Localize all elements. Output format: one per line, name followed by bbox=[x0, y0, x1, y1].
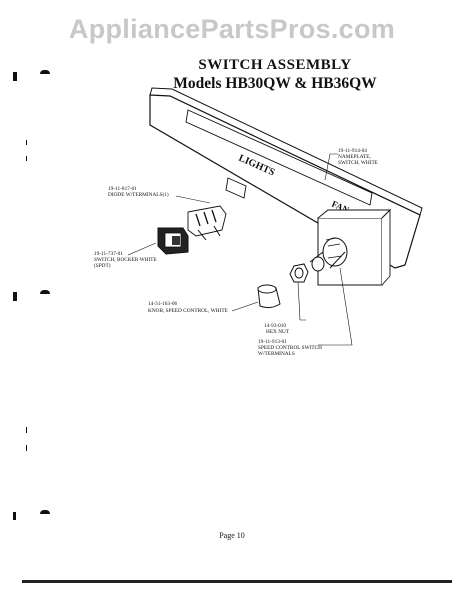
speed-switch-body bbox=[322, 237, 348, 267]
panel-top-edge bbox=[149, 87, 423, 216]
leader-rocker bbox=[127, 242, 157, 256]
callout-speed-switch-line2: W/TERMINALS bbox=[258, 351, 295, 357]
punch-mark-bottom bbox=[13, 512, 16, 520]
callout-speed-switch-part: 19-11-913-01 bbox=[258, 339, 287, 345]
leader-speed-switch bbox=[318, 267, 353, 346]
callout-diode-part: 19-11-817-01 bbox=[108, 186, 137, 192]
page-subtitle: Models HB30QW & HB36QW bbox=[173, 75, 377, 92]
callout-hexnut-part: 14-93-010 bbox=[264, 323, 286, 329]
margin-tick bbox=[26, 156, 27, 161]
margin-tick bbox=[26, 140, 27, 145]
leader-diode bbox=[175, 195, 211, 204]
callout-rocker-line2: (SPDT) bbox=[94, 262, 111, 269]
nameplate-strip bbox=[185, 109, 373, 206]
page-title: SWITCH ASSEMBLY bbox=[198, 57, 352, 73]
punch-mark-top bbox=[13, 72, 17, 81]
callout-diode-line1: DIODE W/TERMINALS(1) bbox=[108, 191, 169, 198]
callout-rocker-part: 19-11-737-01 bbox=[94, 251, 123, 257]
callout-rocker-line1: SWITCH, ROCKER WHITE bbox=[94, 257, 157, 263]
callout-nameplate-part: 19-11-914-04 bbox=[338, 148, 367, 154]
callout-knob-line1: KNOB, SPEED CONTROL, WHITE bbox=[148, 308, 228, 314]
punch-mark-mid bbox=[13, 292, 17, 301]
page-number: Page 10 bbox=[219, 531, 245, 540]
watermark: AppliancePartsPros.com bbox=[68, 14, 396, 44]
punch-mark-bottom-tail bbox=[40, 510, 50, 514]
callout-nameplate-line1: NAMEPLATE, bbox=[338, 154, 371, 160]
punch-mark-top-tail bbox=[40, 70, 50, 74]
margin-tick bbox=[26, 427, 27, 433]
callout-knob-part: 14-31-163-06 bbox=[148, 301, 177, 307]
margin-tick bbox=[26, 445, 27, 451]
rocker-cutout bbox=[225, 177, 247, 199]
punch-mark-mid-tail bbox=[40, 290, 50, 294]
callout-nameplate-line2: SWITCH, WHITE bbox=[338, 160, 378, 166]
callout-hexnut-line1: HEX NUT bbox=[266, 329, 290, 335]
leader-knob bbox=[231, 301, 259, 312]
leader-hexnut bbox=[297, 281, 306, 321]
callout-speed-switch-line1: SPEED CONTROL SWITCH bbox=[258, 345, 322, 351]
leader-nameplate bbox=[324, 153, 338, 181]
bottom-rule bbox=[22, 580, 452, 583]
